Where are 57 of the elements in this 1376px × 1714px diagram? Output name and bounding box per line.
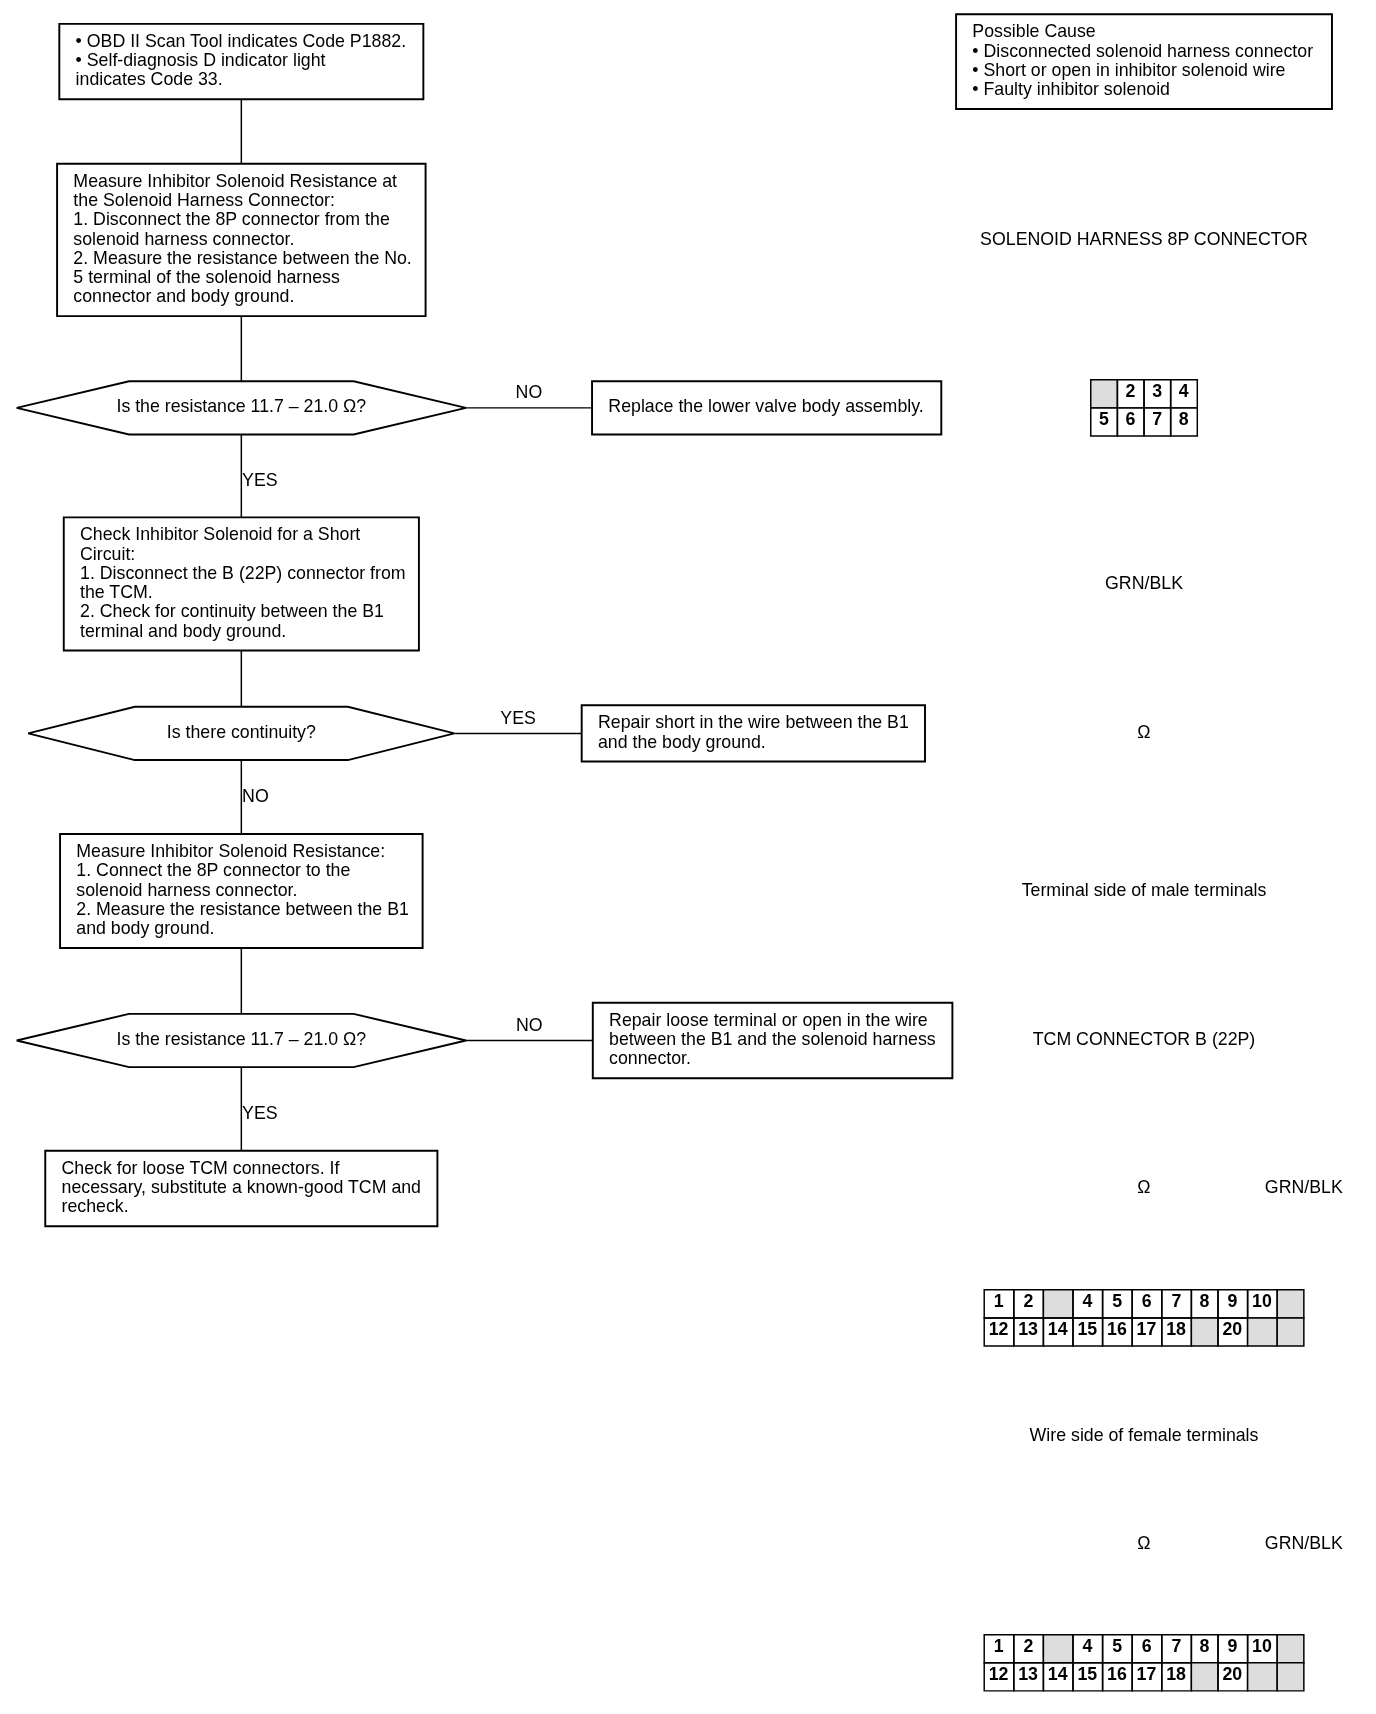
label: 13 xyxy=(1017,1319,1038,1340)
label: 16 xyxy=(1106,1319,1127,1340)
label: 16 xyxy=(1106,1663,1127,1684)
label: 9 xyxy=(1227,1635,1238,1656)
label: Ω xyxy=(1136,1532,1151,1553)
label: 6 xyxy=(1125,409,1135,430)
label: 12 xyxy=(988,1663,1008,1684)
label: SOLENOID HARNESS 8P CONNECTOR xyxy=(979,228,1308,249)
label: 10 xyxy=(1251,1635,1272,1656)
edge-label: YES xyxy=(241,469,278,490)
label: 7 xyxy=(1170,1291,1181,1312)
label: GRN/BLK xyxy=(1104,572,1183,593)
label: GRN/BLK xyxy=(1264,1532,1343,1553)
label: 8 xyxy=(1178,409,1189,430)
edge-label: YES xyxy=(499,707,536,728)
edge-label: YES xyxy=(241,1103,278,1124)
label: 6 xyxy=(1141,1635,1152,1656)
label: 1 xyxy=(993,1291,1004,1312)
label: 8 xyxy=(1199,1635,1209,1656)
label: 12 xyxy=(988,1319,1008,1340)
label: 9 xyxy=(1227,1291,1238,1312)
label: 20 xyxy=(1221,1663,1242,1684)
label: 17 xyxy=(1136,1319,1156,1340)
label: 5 xyxy=(1111,1635,1122,1656)
label: 17 xyxy=(1136,1663,1156,1684)
label: TCM CONNECTOR B (22P) xyxy=(1032,1029,1255,1050)
label: 2 xyxy=(1022,1291,1033,1312)
label: 4 xyxy=(1082,1291,1092,1312)
label: 5 xyxy=(1111,1291,1122,1312)
edge-label: NO xyxy=(515,382,542,403)
label: Terminal side of male terminals xyxy=(1021,879,1266,900)
label: 4 xyxy=(1082,1635,1092,1656)
label: 3 xyxy=(1151,380,1162,401)
label: 15 xyxy=(1076,1663,1097,1684)
edge-label: NO xyxy=(241,786,269,807)
label: 14 xyxy=(1047,1663,1068,1684)
label: 10 xyxy=(1251,1291,1272,1312)
label: 13 xyxy=(1017,1663,1038,1684)
label: GRN/BLK xyxy=(1264,1177,1343,1198)
label: 2 xyxy=(1022,1635,1033,1656)
label: 1 xyxy=(993,1635,1004,1656)
label: 8 xyxy=(1199,1291,1209,1312)
label: 6 xyxy=(1141,1291,1152,1312)
label: 7 xyxy=(1170,1635,1181,1656)
label: 15 xyxy=(1076,1319,1097,1340)
label: 2 xyxy=(1125,380,1135,401)
label: 20 xyxy=(1221,1319,1242,1340)
label: Ω xyxy=(1136,722,1151,743)
label: 5 xyxy=(1098,409,1109,430)
label: Ω xyxy=(1136,1177,1151,1198)
edge-label: NO xyxy=(515,1015,543,1036)
label: 7 xyxy=(1151,409,1162,430)
label: 18 xyxy=(1165,1319,1186,1340)
label: Wire side of female terminals xyxy=(1029,1424,1258,1445)
label: 4 xyxy=(1178,380,1189,401)
label: 18 xyxy=(1165,1663,1186,1684)
label: 14 xyxy=(1047,1319,1068,1340)
